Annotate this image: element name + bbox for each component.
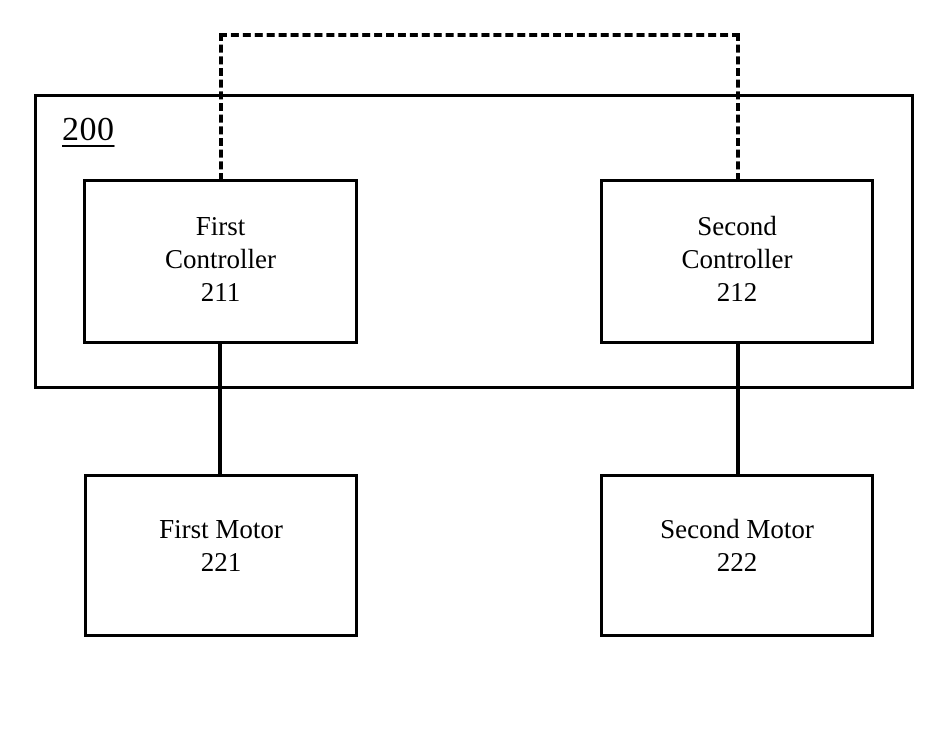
dashed-link-left-segment	[219, 33, 223, 181]
connector-first-controller-to-first-motor	[218, 341, 222, 476]
dashed-link-top-segment	[219, 33, 740, 37]
second-controller-label-line1: Second	[697, 211, 777, 242]
first-controller-label-line2: Controller	[165, 244, 276, 275]
connector-second-controller-to-second-motor	[736, 341, 740, 476]
second-motor-reference-numeral: 222	[716, 546, 758, 577]
block-first-motor[interactable]: First Motor 221	[84, 474, 358, 637]
block-second-motor[interactable]: Second Motor 222	[600, 474, 874, 637]
first-motor-reference-numeral: 221	[200, 546, 242, 577]
enclosure-reference-numeral: 200	[62, 111, 115, 148]
dashed-link-right-segment	[736, 33, 740, 181]
first-controller-label-line1: First	[195, 211, 246, 242]
system-enclosure-200	[34, 94, 914, 389]
second-motor-label-line1: Second Motor	[660, 514, 814, 544]
second-controller-reference-numeral: 212	[716, 276, 758, 307]
first-motor-label-line1: First Motor	[159, 514, 283, 544]
second-controller-label-line2: Controller	[681, 244, 793, 275]
block-second-controller[interactable]: Second Controller 212	[600, 179, 874, 344]
block-first-controller[interactable]: First Controller 211	[83, 179, 358, 344]
first-controller-reference-numeral: 211	[200, 276, 241, 307]
